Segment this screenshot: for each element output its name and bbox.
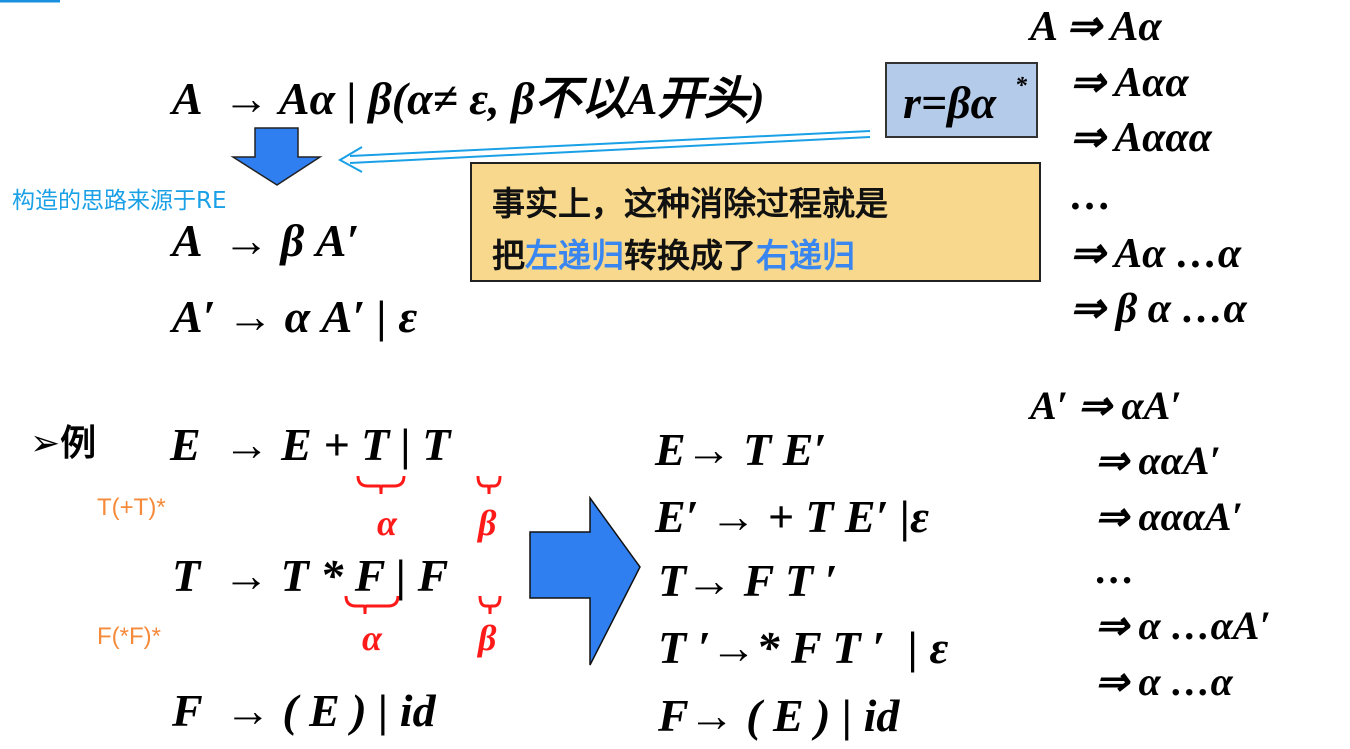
result-3: T ′→* F T ′ | ε xyxy=(658,622,949,673)
result-2: T→ F T ′ xyxy=(658,555,838,606)
braces xyxy=(344,475,502,615)
grammar-f: F → ( E ) | id xyxy=(172,685,436,736)
derivation-ap-2: ⇒ αααA′ xyxy=(1095,494,1243,539)
derivation-a-2: ⇒ Aααα xyxy=(1070,115,1212,161)
derivation-a-1: ⇒ Aαα xyxy=(1070,60,1189,106)
arrowhead-bullet-icon: ➢ xyxy=(30,423,61,464)
callout-text: 转换成了 xyxy=(624,236,756,275)
derivation-a-3: … xyxy=(1070,173,1112,219)
grammar-e: E → E + T | T xyxy=(170,419,451,470)
regex-star: * xyxy=(1015,73,1027,99)
derivation-ap-5: ⇒ α …α xyxy=(1095,659,1233,704)
grammar-t: T → T * F | F xyxy=(172,550,449,601)
right-recursion-term: 右递归 xyxy=(756,236,855,275)
regex-text: r=βα xyxy=(903,77,997,128)
pointer-arrow-icon xyxy=(337,130,871,173)
callout-line-2: 把左递归转换成了右递归 xyxy=(492,230,1039,282)
down-arrow-icon xyxy=(230,127,323,186)
beta-label-e: β xyxy=(478,503,497,543)
result-1: E′ → + T E′ |ε xyxy=(655,491,930,542)
derivation-ap-0: A′ ⇒ αA′ xyxy=(1030,383,1182,428)
callout-text: 把 xyxy=(492,236,525,275)
hint-t: F(*F)* xyxy=(97,623,161,650)
example-text: 例 xyxy=(60,423,97,464)
derivation-ap-1: ⇒ ααA′ xyxy=(1095,438,1221,483)
derivation-ap-3: … xyxy=(1095,547,1135,592)
rewritten-rule-1: A → β A′ xyxy=(172,215,360,266)
callout-line-1: 事实上，这种消除过程就是 xyxy=(492,184,888,223)
derivation-a-0: A ⇒ Aα xyxy=(1030,4,1162,50)
beta-label-t: β xyxy=(478,618,497,658)
re-note: 构造的思路来源于RE xyxy=(12,188,227,214)
result-4: F→ ( E ) | id xyxy=(658,690,900,741)
result-0: E→ T E′ xyxy=(655,424,827,475)
alpha-label-t: α xyxy=(362,618,382,658)
derivation-a-4: ⇒ Aα …α xyxy=(1070,231,1242,277)
callout-box: 事实上，这种消除过程就是 把左递归转换成了右递归 xyxy=(470,162,1041,282)
alpha-label-e: α xyxy=(377,503,397,543)
rewritten-rule-2: A′ → α A′ | ε xyxy=(172,291,418,342)
hint-e: T(+T)* xyxy=(97,494,166,521)
left-recursion-term: 左递归 xyxy=(525,236,624,275)
example-label: ➢例 xyxy=(30,426,96,462)
original-rule: A → Aα | β(α≠ ε, β不以A开头) xyxy=(172,73,765,124)
regex-box: r=βα * xyxy=(885,62,1038,138)
derivation-ap-4: ⇒ α …αA′ xyxy=(1095,603,1271,648)
derivation-a-5: ⇒ β α …α xyxy=(1070,286,1247,332)
big-right-arrow-icon xyxy=(529,495,641,666)
